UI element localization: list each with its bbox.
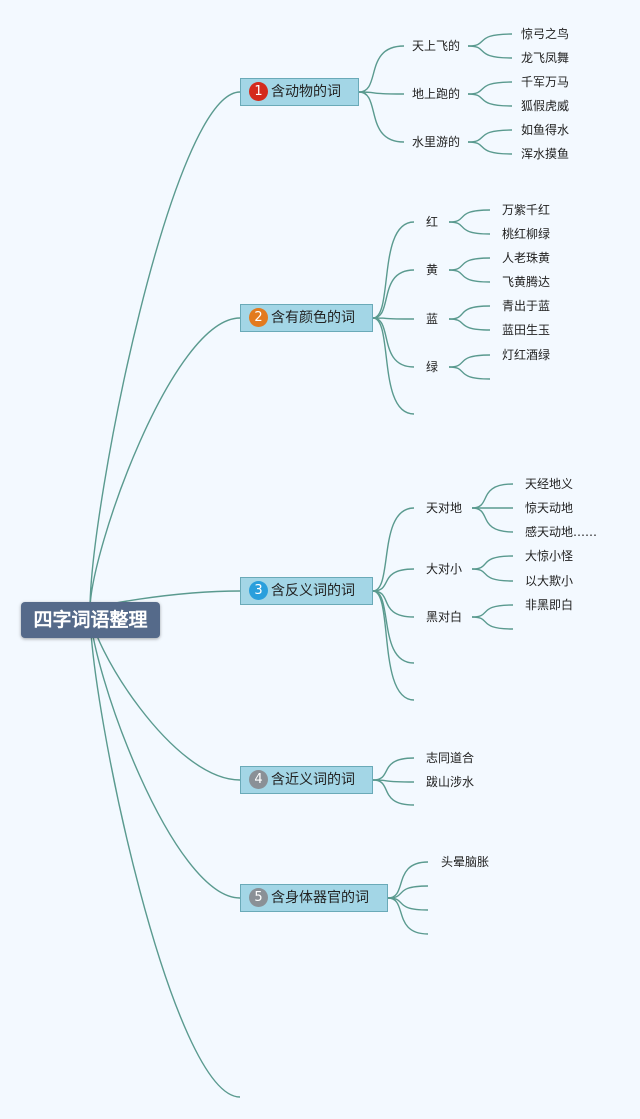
idiom-item[interactable]: 狐假虎威 xyxy=(521,99,570,113)
leaf-link xyxy=(471,604,514,618)
leaf-link xyxy=(448,318,491,331)
branch-link xyxy=(372,317,415,368)
branch-link xyxy=(372,590,415,701)
idiom-item[interactable]: 人老珠黄 xyxy=(502,251,551,265)
badge-2-icon: 2 xyxy=(249,308,268,327)
idiom-item[interactable]: 桃红柳绿 xyxy=(502,227,551,241)
connector-lines xyxy=(89,33,514,1098)
group-label[interactable]: 天对地 xyxy=(426,501,463,515)
branch-label: 含动物的词 xyxy=(271,84,341,100)
leaf-link xyxy=(467,141,513,155)
group-label[interactable]: 蓝 xyxy=(426,312,439,326)
branch-label: 含近义词的词 xyxy=(271,772,355,788)
idiom-item[interactable]: 头晕脑胀 xyxy=(441,855,490,869)
root-link xyxy=(89,609,241,899)
branch-label: 含有颜色的词 xyxy=(271,310,355,326)
badge-4-icon: 4 xyxy=(249,770,268,789)
idiom-item[interactable]: 感天动地…… xyxy=(525,525,598,539)
group-label[interactable]: 绿 xyxy=(426,360,439,374)
leaf-link xyxy=(467,45,513,59)
badge-1-icon: 1 xyxy=(249,82,268,101)
idiom-item[interactable]: 万紫千红 xyxy=(502,203,551,217)
leaf-link xyxy=(471,507,514,533)
idiom-item[interactable]: 志同道合 xyxy=(426,751,475,765)
branch-link xyxy=(372,221,415,319)
leaf-link xyxy=(471,568,514,582)
leaf-link xyxy=(448,366,491,380)
idiom-item[interactable]: 以大欺小 xyxy=(525,574,574,588)
root-link xyxy=(89,317,241,611)
leaf-link xyxy=(471,483,514,509)
branch-link xyxy=(358,91,405,95)
idiom-item[interactable]: 惊天动地 xyxy=(525,501,574,515)
idiom-item[interactable]: 灯红酒绿 xyxy=(502,348,551,362)
leaf-link xyxy=(448,305,491,320)
group-label[interactable]: 红 xyxy=(426,215,439,229)
branch-label: 含反义词的词 xyxy=(271,583,355,599)
branch-link xyxy=(372,317,415,320)
leaf-link xyxy=(448,257,491,271)
idiom-item[interactable]: 龙飞凤舞 xyxy=(521,51,570,65)
branch-link xyxy=(372,317,415,415)
leaf-link xyxy=(471,616,514,630)
branch-link xyxy=(372,779,415,806)
group-label[interactable]: 水里游的 xyxy=(412,135,461,149)
group-label[interactable]: 大对小 xyxy=(426,562,463,576)
idiom-item[interactable]: 飞黄腾达 xyxy=(502,275,551,289)
branch-link xyxy=(387,897,429,935)
branch-link xyxy=(387,861,429,899)
idiom-item[interactable]: 天经地义 xyxy=(525,477,574,491)
leaf-link xyxy=(471,555,514,570)
leaf-link xyxy=(467,93,513,107)
group-label[interactable]: 天上飞的 xyxy=(412,39,461,53)
group-label[interactable]: 地上跑的 xyxy=(412,87,461,101)
leaf-link xyxy=(448,269,491,283)
idiom-item[interactable]: 跋山涉水 xyxy=(426,775,475,789)
idiom-item[interactable]: 惊弓之鸟 xyxy=(521,27,570,41)
root-link xyxy=(89,609,241,1098)
leaf-link xyxy=(448,209,491,223)
leaf-link xyxy=(467,129,513,143)
idiom-item[interactable]: 浑水摸鱼 xyxy=(521,147,570,161)
leaf-link xyxy=(467,33,513,47)
branch-link xyxy=(372,757,415,781)
group-label[interactable]: 黑对白 xyxy=(426,610,463,624)
branch-link xyxy=(372,568,415,592)
idiom-item[interactable]: 大惊小怪 xyxy=(525,549,574,563)
branch-link xyxy=(372,590,415,618)
idiom-item[interactable]: 千军万马 xyxy=(521,75,570,89)
branch-link xyxy=(372,507,415,592)
badge-3-icon: 3 xyxy=(249,581,268,600)
idiom-item[interactable]: 非黑即白 xyxy=(525,598,574,612)
branch-link xyxy=(358,45,405,93)
branch-link xyxy=(358,91,405,143)
idiom-item[interactable]: 青出于蓝 xyxy=(502,299,551,313)
branch-link xyxy=(372,269,415,319)
root-node[interactable]: 四字词语整理 xyxy=(21,602,160,638)
badge-5-icon: 5 xyxy=(249,888,268,907)
group-label[interactable]: 黄 xyxy=(426,263,439,277)
idiom-item[interactable]: 蓝田生玉 xyxy=(502,323,551,337)
leaf-link xyxy=(448,221,491,235)
leaf-link xyxy=(448,354,491,368)
root-link xyxy=(89,91,241,611)
branch-link xyxy=(372,590,415,664)
leaf-link xyxy=(467,81,513,95)
branch-label: 含身体器官的词 xyxy=(271,890,369,906)
idiom-item[interactable]: 如鱼得水 xyxy=(521,123,570,137)
